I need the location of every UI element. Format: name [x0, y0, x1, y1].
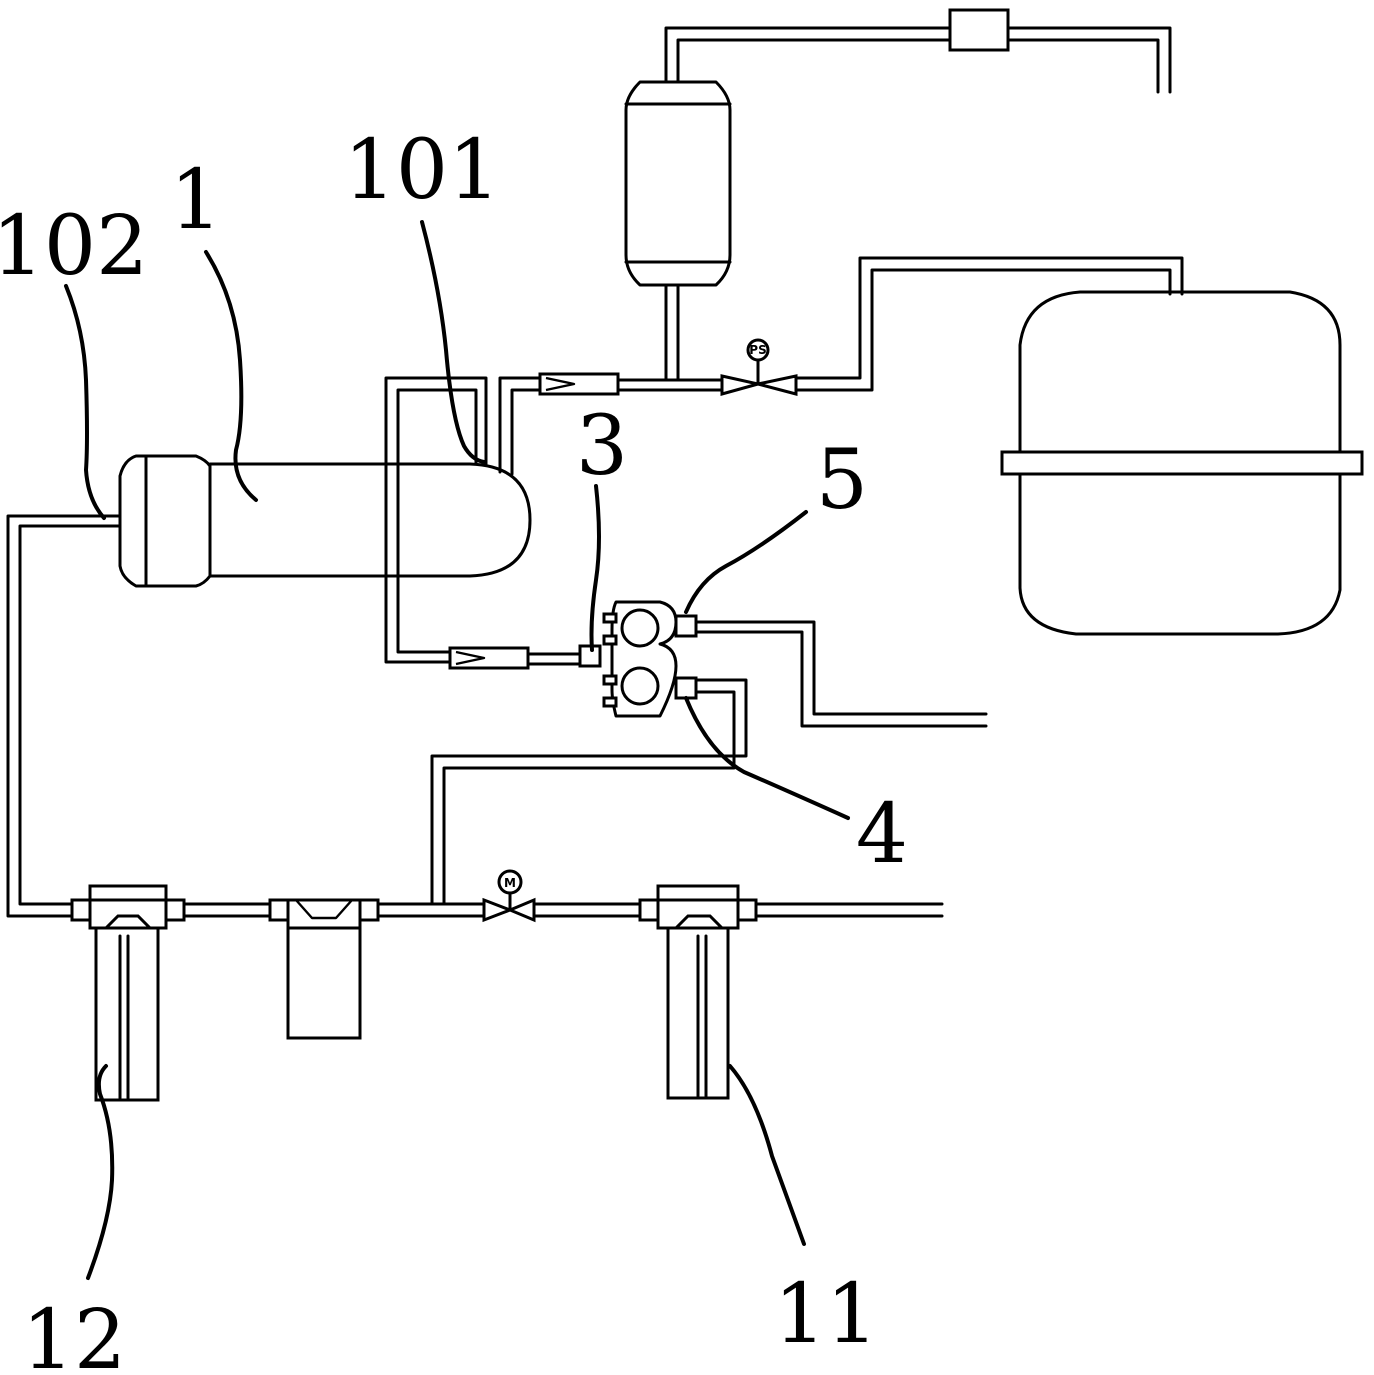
- membrane-housing: [118, 454, 532, 588]
- top-output-pipe: [664, 8, 1172, 94]
- label-11: 11: [774, 1267, 878, 1362]
- port-4: [674, 676, 698, 700]
- motor-valve: M: [482, 869, 536, 923]
- label-4: 4: [856, 787, 908, 882]
- leader-5: [684, 510, 808, 614]
- leader-11: [728, 1064, 806, 1246]
- leader-102: [64, 284, 106, 520]
- leader-1: [204, 250, 258, 502]
- bottom-pipeline: [182, 902, 944, 918]
- label-12: 12: [22, 1293, 126, 1375]
- leader-4: [684, 696, 850, 820]
- top-pressure-vessel: [624, 80, 732, 287]
- leader-3: [589, 484, 601, 652]
- port-5: [674, 614, 698, 638]
- upper-check-valve: [538, 372, 620, 396]
- leader-lines: [64, 220, 850, 1280]
- reference-numerals: 1 101 102 3 5 4 11 12: [0, 123, 908, 1375]
- pre-filter-12: [70, 884, 186, 1102]
- filter-11: [638, 884, 758, 1100]
- vessel-down-pipe: [664, 283, 680, 382]
- upper-output-pipe: [616, 378, 724, 392]
- leader-101: [420, 220, 486, 464]
- leader-12: [86, 1064, 115, 1280]
- label-101: 101: [344, 123, 501, 218]
- label-1: 1: [170, 153, 222, 248]
- pressure-switch-label: PS: [749, 343, 766, 357]
- pressure-switch-valve: PS: [720, 338, 798, 396]
- lower-check-valve: [448, 646, 582, 670]
- motor-valve-label: M: [504, 876, 516, 890]
- middle-filter: [268, 898, 380, 1040]
- storage-tank: [1000, 290, 1364, 636]
- valve-block: [578, 600, 698, 718]
- membrane-outlet-loop: [384, 376, 542, 664]
- housing-inlet-pipe: [6, 514, 122, 918]
- port-4-return-pipe: [430, 678, 748, 906]
- label-5: 5: [816, 433, 868, 528]
- tank-feed-pipe: [794, 256, 1184, 392]
- port-5-drain-pipe: [694, 620, 988, 728]
- inline-flow-meter: [948, 8, 1010, 52]
- label-102: 102: [0, 199, 148, 294]
- label-3: 3: [576, 399, 628, 494]
